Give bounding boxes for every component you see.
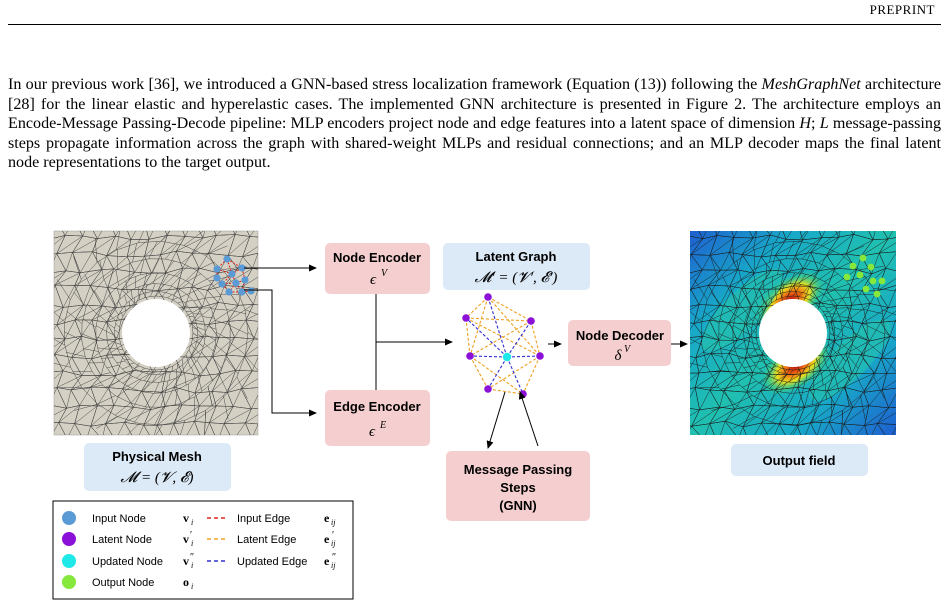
physical-mesh-math: 𝓜 = (𝓥, 𝓔)	[120, 470, 193, 486]
latent-graph-math: 𝓜′ = (𝓥′, 𝓔′)	[475, 270, 558, 286]
body-paragraph: In our previous work [36], we introduced…	[8, 76, 942, 172]
running-header: PREPRINT	[869, 2, 935, 17]
node-encoder-title: Node Encoder	[333, 250, 421, 265]
node-encoder-sup: V	[381, 268, 389, 279]
svg-text:Latent Edge: Latent Edge	[237, 534, 296, 546]
svg-text:′: ′	[332, 530, 334, 541]
svg-text:Latent Node: Latent Node	[92, 534, 152, 546]
legend-edge-2: Latent Edge e′ij	[207, 530, 336, 548]
svg-text:ij: ij	[331, 518, 336, 527]
output-node-cluster	[843, 254, 886, 298]
message-passing-line1: Message Passing	[464, 462, 572, 477]
svg-text:Input Node: Input Node	[92, 513, 146, 525]
svg-text:ij: ij	[331, 561, 336, 570]
header-rule	[8, 24, 941, 25]
svg-text:ij: ij	[331, 539, 336, 548]
edge-encoder-title: Edge Encoder	[333, 399, 420, 414]
arrow-message-passing-in	[518, 391, 539, 447]
svg-text:i: i	[191, 539, 193, 548]
latent-graph-box: Latent Graph 𝓜′ = (𝓥′, 𝓔′)	[443, 243, 590, 290]
edge-encoder-math: ϵ	[369, 424, 376, 440]
svg-text:e: e	[324, 511, 330, 525]
svg-text:Output Node: Output Node	[92, 577, 154, 589]
output-field-title: Output field	[763, 453, 836, 468]
svg-text:i: i	[191, 518, 193, 527]
input-node-cluster	[213, 255, 255, 296]
edge-encoder-box: Edge Encoder ϵ E	[325, 390, 430, 446]
arrow-to-edge-encoder	[244, 289, 317, 417]
physical-mesh-title: Physical Mesh	[112, 449, 202, 464]
latent-graph-diagram	[462, 293, 544, 398]
physical-mesh-image	[53, 230, 259, 436]
legend-edge-3: Updated Edge e″ij	[207, 552, 336, 570]
svg-text:e: e	[324, 532, 330, 546]
svg-text:v: v	[183, 511, 189, 525]
node-decoder-math: δ	[615, 348, 623, 364]
message-passing-line2: Steps	[500, 480, 535, 495]
svg-text:v: v	[183, 554, 189, 568]
node-decoder-sup: V	[624, 344, 632, 355]
message-passing-line3: (GNN)	[499, 498, 537, 513]
message-passing-box: Message Passing Steps (GNN)	[446, 451, 590, 521]
physical-mesh-label-box: Physical Mesh 𝓜 = (𝓥, 𝓔)	[84, 443, 231, 491]
svg-text:o: o	[183, 575, 189, 589]
node-encoder-math: ϵ	[370, 272, 377, 288]
svg-text:″: ″	[332, 552, 336, 563]
edge-encoder-sup: E	[379, 420, 386, 431]
legend-node-2: Latent Node v′i	[62, 530, 193, 548]
svg-text:Updated Edge: Updated Edge	[237, 556, 307, 568]
svg-text:′: ′	[190, 530, 192, 541]
svg-text:i: i	[191, 561, 193, 570]
svg-text:e: e	[324, 554, 330, 568]
svg-text:i: i	[191, 582, 193, 591]
svg-text:Updated Node: Updated Node	[92, 556, 163, 568]
svg-text:Input Edge: Input Edge	[237, 513, 290, 525]
output-field-image	[690, 231, 896, 435]
node-decoder-title: Node Decoder	[576, 328, 664, 343]
node-encoder-box: Node Encoder ϵ V	[325, 243, 430, 294]
latent-graph-title: Latent Graph	[476, 249, 557, 264]
legend-node-3: Updated Node v″i	[62, 552, 194, 570]
output-field-label-box: Output field	[731, 444, 868, 476]
svg-text:″: ″	[190, 552, 194, 563]
svg-text:v: v	[183, 532, 189, 546]
node-decoder-box: Node Decoder δ V	[568, 320, 671, 366]
arrow-message-passing-out	[486, 391, 506, 449]
